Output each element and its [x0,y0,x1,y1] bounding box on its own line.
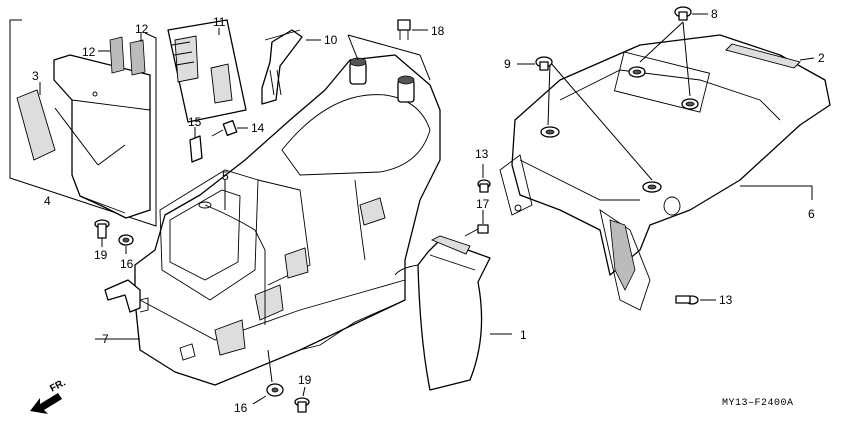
reflector-strip-2 [725,43,801,69]
rear-fender-cover-6 [499,34,831,311]
bolt-17 [464,224,489,237]
bolt-13-right [675,295,699,305]
callout-12-left: 12 [82,45,96,59]
callout-13-right: 13 [719,293,733,307]
pad-12-right [129,39,146,76]
callout-16-bottom: 16 [234,401,248,415]
bolt-19-bottom [294,397,310,413]
callout-3: 3 [32,69,39,83]
callout-19-bottom: 19 [298,373,312,387]
collar-16-bottom [266,383,284,397]
callout-17: 17 [476,197,490,211]
bolt-9 [535,56,553,71]
callout-6: 6 [808,207,815,221]
callout-8: 8 [711,7,718,21]
bolt-8 [674,6,692,21]
callout-12-right: 12 [135,22,149,36]
bolt-19-left [94,219,110,239]
bolt-14 [211,120,238,137]
callout-14: 14 [251,121,265,135]
callout-18: 18 [431,24,445,38]
callout-11: 11 [213,15,226,29]
callout-2: 2 [818,51,825,65]
pad-12-left [109,36,125,74]
callout-13-upper: 13 [475,147,489,161]
callout-19-left: 19 [94,248,108,262]
callout-1: 1 [520,328,527,342]
callout-15: 15 [188,115,202,129]
foam-pad-3 [16,89,56,161]
callout-9: 9 [504,57,511,71]
mud-flap-1 [394,235,491,391]
diagram-code: MY13–F2400A [722,398,794,409]
callout-7: 7 [102,332,109,346]
bolt-13-upper [477,179,491,193]
front-direction-arrow [30,393,62,414]
callout-5: 5 [222,169,229,183]
bolt-18 [397,19,411,40]
collar-16-left [118,234,134,246]
callout-10: 10 [324,33,338,47]
bracket-15 [189,135,203,163]
rear-fender-body-7 [104,54,441,386]
tool-sheet-11 [167,19,247,123]
bracket-outline-4 [9,19,157,227]
callout-16-left: 16 [120,257,134,271]
strap-10 [261,29,303,105]
front-direction-label: FR. [48,377,68,394]
callout-4: 4 [44,194,51,208]
rear-cover-flap [53,54,151,219]
